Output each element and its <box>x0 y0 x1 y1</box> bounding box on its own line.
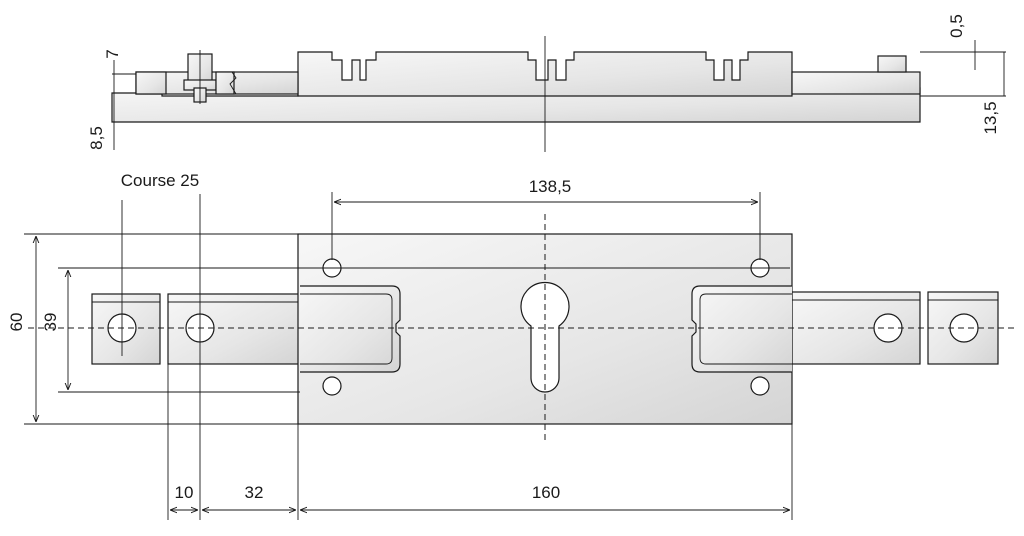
dim39-label: 39 <box>41 313 60 332</box>
dim160-label: 160 <box>532 483 560 502</box>
dim10-label: 10 <box>175 483 194 502</box>
top-view: 7 0,5 8,5 13,5 <box>87 14 1006 152</box>
top-view-break-mark <box>229 71 237 95</box>
dim8_5-label: 8,5 <box>87 126 106 150</box>
dim13_5-label: 13,5 <box>981 101 1000 134</box>
top-view-bolt-insert <box>215 71 235 95</box>
top-view-left-bolt-end <box>135 71 167 95</box>
mount-hole-bottom-right <box>750 376 770 396</box>
front-view: Course 25 138,5 60 39 10 32 160 <box>7 171 1016 520</box>
top-view-upper-body <box>297 51 793 97</box>
right-bolt-guide <box>691 285 792 373</box>
left-bolt-guide <box>300 285 401 373</box>
course-label: Course 25 <box>121 171 199 190</box>
top-view-right-bolt-pin <box>877 55 907 73</box>
right-bolt-guide-inner <box>699 293 792 365</box>
dim138_5-label: 138,5 <box>529 177 572 196</box>
dim7-label: 7 <box>103 49 122 58</box>
dim0_5-label: 0,5 <box>947 14 966 38</box>
mount-hole-bottom-left <box>322 376 342 396</box>
dim32-label: 32 <box>245 483 264 502</box>
top-view-right-bolt <box>791 71 921 95</box>
dim60-label: 60 <box>7 313 26 332</box>
left-bolt-guide-inner <box>300 293 393 365</box>
